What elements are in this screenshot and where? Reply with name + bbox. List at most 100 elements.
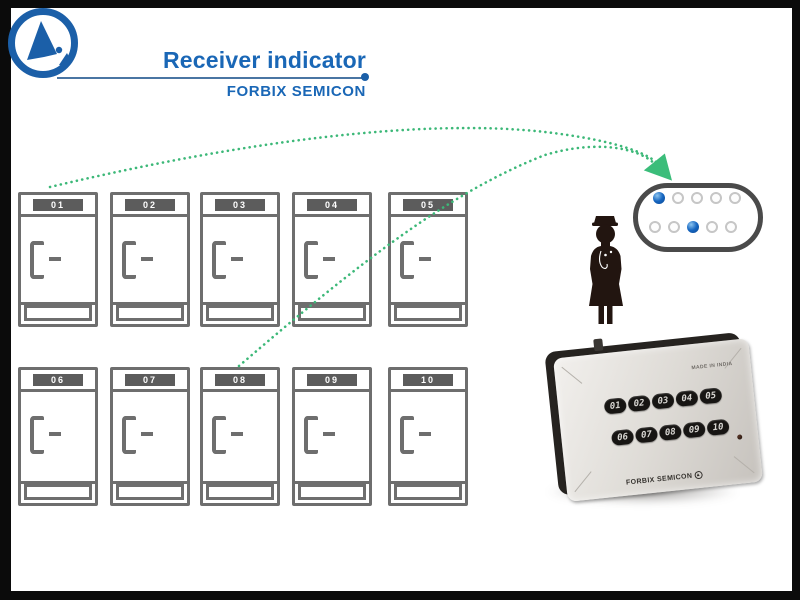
nurse-figure bbox=[589, 216, 623, 324]
door-number-label: 10 bbox=[403, 373, 453, 386]
door-number-label: 02 bbox=[125, 198, 175, 211]
device-display-02: 02 bbox=[627, 394, 651, 412]
title-underline-dot bbox=[361, 73, 369, 81]
led-3 bbox=[691, 192, 703, 204]
door-keyhole bbox=[419, 257, 431, 261]
door-keyhole bbox=[231, 257, 243, 261]
door-keyhole bbox=[141, 257, 153, 261]
door-header: 02 bbox=[113, 195, 187, 217]
led-2 bbox=[672, 192, 684, 204]
device-brand-text: FORBIX SEMICON bbox=[625, 472, 693, 487]
door-kickplate-line bbox=[113, 481, 187, 484]
title-underline bbox=[57, 77, 365, 79]
locker-door-09: 09 bbox=[292, 367, 372, 506]
door-keyhole bbox=[323, 257, 335, 261]
door-kickplate bbox=[116, 484, 184, 500]
door-header: 01 bbox=[21, 195, 95, 217]
made-in-label: MADE IN INDIA bbox=[691, 360, 733, 372]
locker-door-03: 03 bbox=[200, 192, 280, 327]
led-7 bbox=[668, 221, 680, 233]
device-display-06: 06 bbox=[610, 428, 635, 446]
door-number-label: 09 bbox=[307, 373, 357, 386]
led-4 bbox=[710, 192, 722, 204]
door-kickplate bbox=[206, 305, 274, 321]
door-kickplate-line bbox=[295, 481, 369, 484]
device-display-10: 10 bbox=[706, 418, 730, 436]
led-6 bbox=[649, 221, 661, 233]
door-keyhole bbox=[323, 432, 335, 436]
led-1-lit bbox=[653, 192, 665, 204]
door-kickplate-line bbox=[21, 481, 95, 484]
signal-arrow-from-door-01 bbox=[48, 126, 658, 189]
door-number-label: 08 bbox=[215, 373, 265, 386]
locker-door-07: 07 bbox=[110, 367, 190, 506]
door-kickplate bbox=[206, 484, 274, 500]
forbix-logo-icon bbox=[8, 8, 78, 78]
device-display-08: 08 bbox=[658, 423, 683, 441]
door-header: 03 bbox=[203, 195, 277, 217]
door-handle-icon bbox=[122, 241, 153, 279]
door-handle-icon bbox=[400, 241, 431, 279]
device-status-led bbox=[736, 434, 743, 440]
locker-door-01: 01 bbox=[18, 192, 98, 327]
device-antenna bbox=[593, 338, 604, 352]
led-8-lit bbox=[687, 221, 699, 233]
door-handle-icon bbox=[30, 241, 61, 279]
door-header: 05 bbox=[391, 195, 465, 217]
door-kickplate bbox=[24, 484, 92, 500]
door-kickplate bbox=[116, 305, 184, 321]
door-kickplate bbox=[394, 484, 462, 500]
device-display-07: 07 bbox=[634, 426, 659, 444]
door-keyhole bbox=[141, 432, 153, 436]
led-5 bbox=[729, 192, 741, 204]
corner-seam bbox=[733, 456, 755, 474]
door-kickplate-line bbox=[295, 302, 369, 305]
locker-door-06: 06 bbox=[18, 367, 98, 506]
door-number-label: 05 bbox=[403, 198, 453, 211]
door-handle-icon bbox=[122, 416, 153, 454]
corner-seam bbox=[561, 366, 583, 384]
door-keyhole bbox=[49, 257, 61, 261]
door-number-label: 03 bbox=[215, 198, 265, 211]
door-kickplate-line bbox=[391, 481, 465, 484]
door-kickplate-line bbox=[113, 302, 187, 305]
arrowhead-icon bbox=[643, 153, 673, 181]
door-handle-icon bbox=[30, 416, 61, 454]
forbix-logo-glyph bbox=[27, 21, 69, 65]
door-kickplate bbox=[298, 484, 366, 500]
brand-subtitle: FORBIX SEMICON bbox=[226, 83, 366, 100]
door-kickplate-line bbox=[203, 481, 277, 484]
door-number-label: 06 bbox=[33, 373, 83, 386]
door-handle-icon bbox=[212, 416, 243, 454]
door-keyhole bbox=[231, 432, 243, 436]
device-logo-icon: ▲ bbox=[693, 470, 703, 480]
device-brand-label: FORBIX SEMICON ▲ bbox=[625, 470, 703, 487]
door-header: 08 bbox=[203, 370, 277, 392]
page-title: Receiver indicator bbox=[162, 47, 366, 73]
locker-door-02: 02 bbox=[110, 192, 190, 327]
signal-arrow-from-door-08 bbox=[237, 145, 657, 368]
door-handle-icon bbox=[304, 416, 335, 454]
door-kickplate bbox=[24, 305, 92, 321]
led-10 bbox=[725, 221, 737, 233]
door-kickplate-line bbox=[391, 302, 465, 305]
door-header: 07 bbox=[113, 370, 187, 392]
corner-seam bbox=[574, 471, 592, 493]
door-kickplate bbox=[394, 305, 462, 321]
device-display-03: 03 bbox=[651, 392, 675, 410]
door-kickplate-line bbox=[21, 302, 95, 305]
door-kickplate bbox=[298, 305, 366, 321]
locker-door-08: 08 bbox=[200, 367, 280, 506]
door-keyhole bbox=[49, 432, 61, 436]
led-9 bbox=[706, 221, 718, 233]
door-keyhole bbox=[419, 432, 431, 436]
locker-door-05: 05 bbox=[388, 192, 468, 327]
door-header: 10 bbox=[391, 370, 465, 392]
locker-door-10: 10 bbox=[388, 367, 468, 506]
led-row-2 bbox=[638, 221, 758, 233]
device-display-01: 01 bbox=[603, 397, 628, 415]
